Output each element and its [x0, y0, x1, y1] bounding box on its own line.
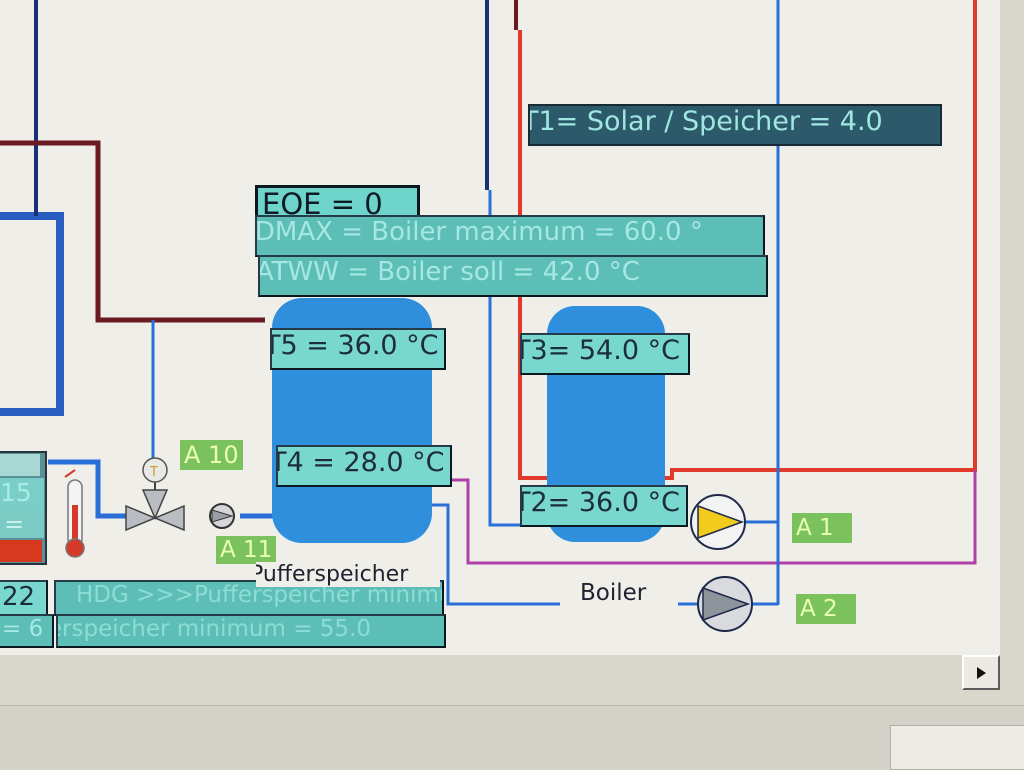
t3-readout: T3= 54.0 °C [520, 333, 690, 375]
pipe-blue-boiler [432, 503, 560, 606]
t4-readout: T4 = 28.0 °C [276, 445, 452, 487]
arrow-right-icon [977, 666, 986, 679]
pufferspeicher-minimum-readout: Pufferspeicher minimum = 55.0 [56, 614, 446, 648]
thermometer-icon [64, 469, 85, 558]
boiler-soll-readout: TATWW = Boiler soll = 42.0 °C [258, 255, 768, 297]
pump-a1-icon [690, 494, 746, 550]
label-a10: A 10 [180, 440, 243, 470]
pipe-blue-feed [48, 459, 128, 519]
pufferspeicher-label: Pufferspeicher [256, 562, 440, 587]
process-canvas: T T1= Solar / Speic [0, 0, 1000, 655]
left-unit-frame [0, 212, 64, 416]
pump-a2-icon [697, 576, 753, 632]
label-a2: A 2 [796, 594, 856, 624]
t2-readout: T2= 36.0 °C [520, 485, 688, 527]
status-bar [0, 705, 1024, 769]
scroll-right-button[interactable] [962, 655, 1000, 690]
label-a1: A 1 [792, 513, 852, 543]
label-a11: A 11 [216, 536, 277, 564]
left-value-eq: = [0, 510, 44, 538]
pipe-blue-tank2 [488, 190, 520, 527]
svg-text:T: T [149, 465, 158, 480]
left-value-6: = 6 [0, 614, 54, 648]
pipe-red-circuit [518, 0, 977, 480]
boiler-maximum-readout: TDMAX = Boiler maximum = 60.0 ° [255, 215, 765, 257]
pipe-diagram: T [0, 0, 977, 632]
boiler-label: Boiler [580, 580, 647, 606]
status-tray [890, 725, 1024, 770]
solar-speicher-readout: T1= Solar / Speicher = 4.0 [528, 104, 942, 146]
left-value-15: 15 [0, 478, 44, 510]
pipe-purple-circuit [452, 470, 977, 565]
mixer-pump-icon [209, 503, 235, 529]
left-value-22: 22 [0, 580, 48, 616]
mixing-valve-icon: T [125, 457, 185, 532]
pipe-brown-return [0, 140, 265, 323]
t5-readout: T5 = 36.0 °C [270, 328, 446, 370]
